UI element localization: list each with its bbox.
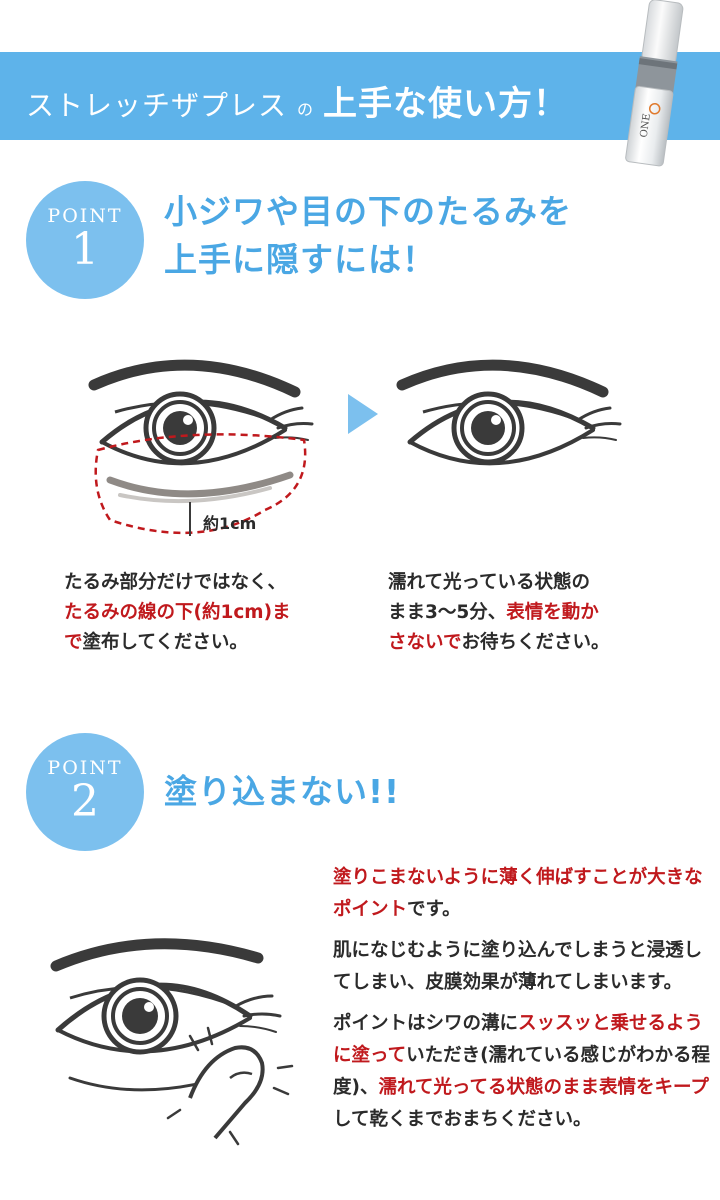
point-badge-1-number: 1 [71, 224, 99, 275]
desc-text: 濡れて光っている状態の [388, 572, 591, 593]
product-tube-image: ONE [625, 0, 684, 167]
desc-line: で塗布してください。 [64, 628, 354, 658]
desc-line: たるみの線の下(約1cm)ま [64, 598, 354, 628]
point1-right-description: 濡れて光っている状態の まま3〜5分、表情を動か さないでお待ちください。 [388, 568, 698, 658]
eye-fingertip-illustration [50, 938, 294, 1146]
point2-para2: 肌になじむように塗り込んでしまうと浸透してしまい、皮膜効果が薄れてしまいます。 [333, 940, 703, 993]
point2-para3-a: ポイントはシワの溝に [333, 1013, 519, 1034]
desc-red-text: 表情を動か [506, 602, 599, 623]
point2-para1-red: 塗りこまないように薄く伸ばすことが大きなポイント [333, 867, 703, 920]
desc-text: まま3〜5分、 [388, 602, 507, 623]
point-badge-1-word: POINT [47, 205, 123, 227]
desc-text: 塗布してください。 [82, 632, 248, 653]
desc-line: たるみ部分だけではなく、 [64, 568, 354, 598]
title-banner [0, 52, 720, 140]
triangle-arrow-icon [348, 394, 378, 434]
eye-after-illustration [396, 359, 622, 466]
desc-text: お待ちください。 [461, 632, 610, 653]
point2-explanation: 塗りこまないように薄く伸ばすことが大きなポイントです。 肌になじむように塗り込ん… [333, 862, 713, 1145]
point2-para1: 塗りこまないように薄く伸ばすことが大きなポイントです。 [333, 862, 713, 926]
point2-para1-text: です。 [407, 899, 461, 920]
point2-para3-b: スッスッと乗せるように塗って [333, 1013, 704, 1066]
banner-title: ストレッチザプレスの上手な使い方！ [26, 76, 568, 125]
point-badge-2: POINT 2 [26, 733, 144, 851]
desc-line: まま3〜5分、表情を動か [388, 598, 698, 628]
point1-heading-line1: 小ジワや目の下のたるみを [164, 192, 572, 231]
point-badge-1: POINT 1 [26, 181, 144, 299]
banner-title-emphasis: 上手な使い方！ [323, 84, 569, 124]
point1-left-description: たるみ部分だけではなく、 たるみの線の下(約1cm)ま で塗布してください。 [64, 568, 354, 658]
point-badge-2-word: POINT [47, 757, 123, 779]
point1-heading: 小ジワや目の下のたるみを 上手に隠すには！ [164, 188, 572, 284]
point-badge-2-number: 2 [71, 776, 99, 827]
point2-para3-c: いただき(濡れている感じがわかる程度)、 [333, 1045, 710, 1098]
desc-line: 濡れて光っている状態の [388, 568, 698, 598]
point2-para3-d: 濡れて光ってる状態のまま表情をキープ [378, 1077, 709, 1098]
desc-text: たるみ部分だけではなく、 [64, 572, 287, 593]
desc-line: さないでお待ちください。 [388, 628, 698, 658]
point2-para3: ポイントはシワの溝にスッスッと乗せるように塗っていただき(濡れている感じがわかる… [333, 1008, 713, 1136]
banner-title-main: ストレッチザプレス [26, 89, 288, 122]
desc-red-text: で [64, 632, 83, 653]
desc-red-text: たるみの線の下(約1cm)ま [64, 602, 291, 623]
banner-title-particle: の [297, 100, 314, 119]
point1-heading-line2: 上手に隠すには！ [164, 240, 436, 279]
point2-para3-e: して乾くまでおまちください。 [333, 1109, 592, 1130]
desc-red-text: さないで [388, 632, 462, 653]
eye-before-illustration [88, 359, 314, 536]
point2-heading: 塗り込まない!! [164, 772, 401, 811]
svg-text:ONE: ONE [639, 113, 653, 139]
approx-1cm-label: 約1cm [203, 514, 257, 533]
